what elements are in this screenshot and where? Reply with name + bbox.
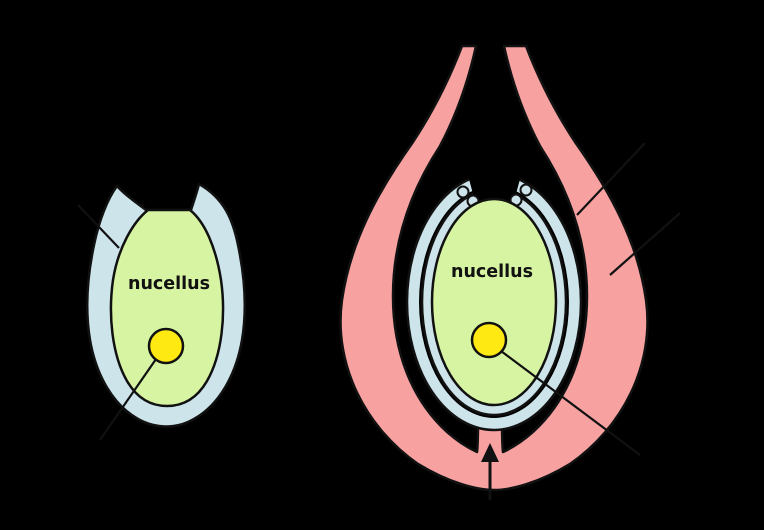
left-nucellus-shape	[109, 208, 225, 408]
right-ovule: nucellus	[339, 44, 681, 500]
ring-tip	[456, 185, 470, 199]
ring-tip	[519, 183, 533, 197]
left-integument-leader-line	[77, 204, 120, 249]
right-nucellus-label: nucellus	[451, 262, 533, 282]
left-nucellus-label: nucellus	[128, 274, 210, 294]
right-cell-leader-line	[488, 341, 641, 456]
left-ovule: nucellus	[77, 182, 247, 441]
right-lower-leader-line	[609, 212, 681, 276]
arrow-up-icon	[481, 443, 499, 500]
left-cell-leader-line	[99, 348, 164, 441]
right-micropyle-gap	[466, 168, 523, 205]
left-cell-circle	[147, 327, 185, 365]
right-cell-circle	[470, 321, 508, 359]
arrow-head	[481, 443, 499, 462]
right-pink-wall-shape	[339, 44, 649, 492]
right-nucellus-shape	[430, 197, 558, 407]
right-upper-leader-line	[576, 142, 646, 216]
